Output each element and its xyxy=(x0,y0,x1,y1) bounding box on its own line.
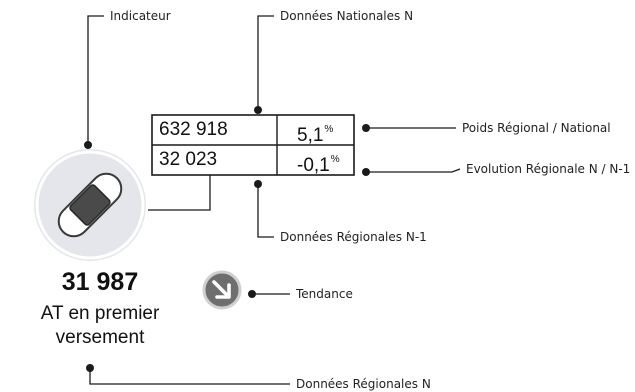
nationales-connector xyxy=(257,15,274,110)
evolution-number: -0,1 xyxy=(297,155,330,176)
indicator-caption-line1: AT en premier xyxy=(40,303,160,324)
poids-value: 5,1% xyxy=(297,115,333,151)
label-tendance: Tendance xyxy=(296,287,353,301)
regionales-n1-dot xyxy=(254,180,262,188)
evolution-value: -0,1% xyxy=(297,145,340,181)
indicateur-dot xyxy=(84,141,92,149)
nationales-dot xyxy=(254,106,262,114)
regionales-n-dot xyxy=(86,364,94,372)
icon-table-connector xyxy=(148,175,211,211)
national-value: 632 918 xyxy=(159,119,228,140)
evolution-connector xyxy=(366,168,461,173)
label-poids: Poids Régional / National xyxy=(462,121,611,135)
label-donnees-nationales: Données Nationales N xyxy=(280,9,414,23)
poids-number: 5,1 xyxy=(297,125,324,146)
poids-dot xyxy=(362,124,370,132)
arrow-down-right-icon xyxy=(202,270,242,310)
label-donnees-regionales-n: Données Régionales N xyxy=(296,377,431,391)
tendance-dot xyxy=(248,290,256,298)
indicator-value: 31 987 xyxy=(61,268,139,296)
poids-unit: % xyxy=(324,124,334,135)
indicator-caption-line2: versement xyxy=(55,327,145,348)
regional-n1-value: 32 023 xyxy=(159,149,218,170)
evolution-unit: % xyxy=(330,154,340,165)
label-indicateur: Indicateur xyxy=(110,9,171,23)
bandage-icon xyxy=(34,149,146,261)
regionales-n1-connector xyxy=(257,184,274,238)
label-evolution: Evolution Régionale N / N-1 xyxy=(466,162,631,176)
regionales-n-connector xyxy=(89,368,290,385)
label-donnees-regionales-n1: Données Régionales N-1 xyxy=(280,230,427,244)
evolution-dot xyxy=(362,168,370,176)
indicateur-connector xyxy=(87,15,104,145)
